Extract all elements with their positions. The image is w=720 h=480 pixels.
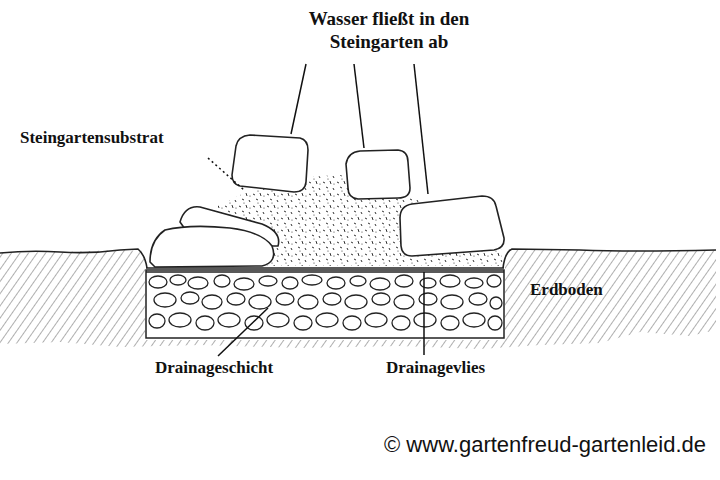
part-label: Steingartensubstrat	[20, 128, 164, 148]
part-label: Drainagevlies	[386, 358, 485, 378]
part-label: Drainageschicht	[155, 358, 273, 378]
leader-lines	[208, 64, 428, 356]
water-flow-label: Wasser fließt in den Steingarten ab	[300, 8, 478, 54]
rocks	[150, 135, 504, 267]
part-label: Erdboden	[530, 280, 603, 300]
drainage-layer	[146, 270, 504, 338]
drainage-fleece	[146, 268, 504, 272]
copyright-watermark: © www.gartenfreud-gartenleid.de	[384, 432, 706, 458]
drainage-stones	[149, 275, 502, 330]
